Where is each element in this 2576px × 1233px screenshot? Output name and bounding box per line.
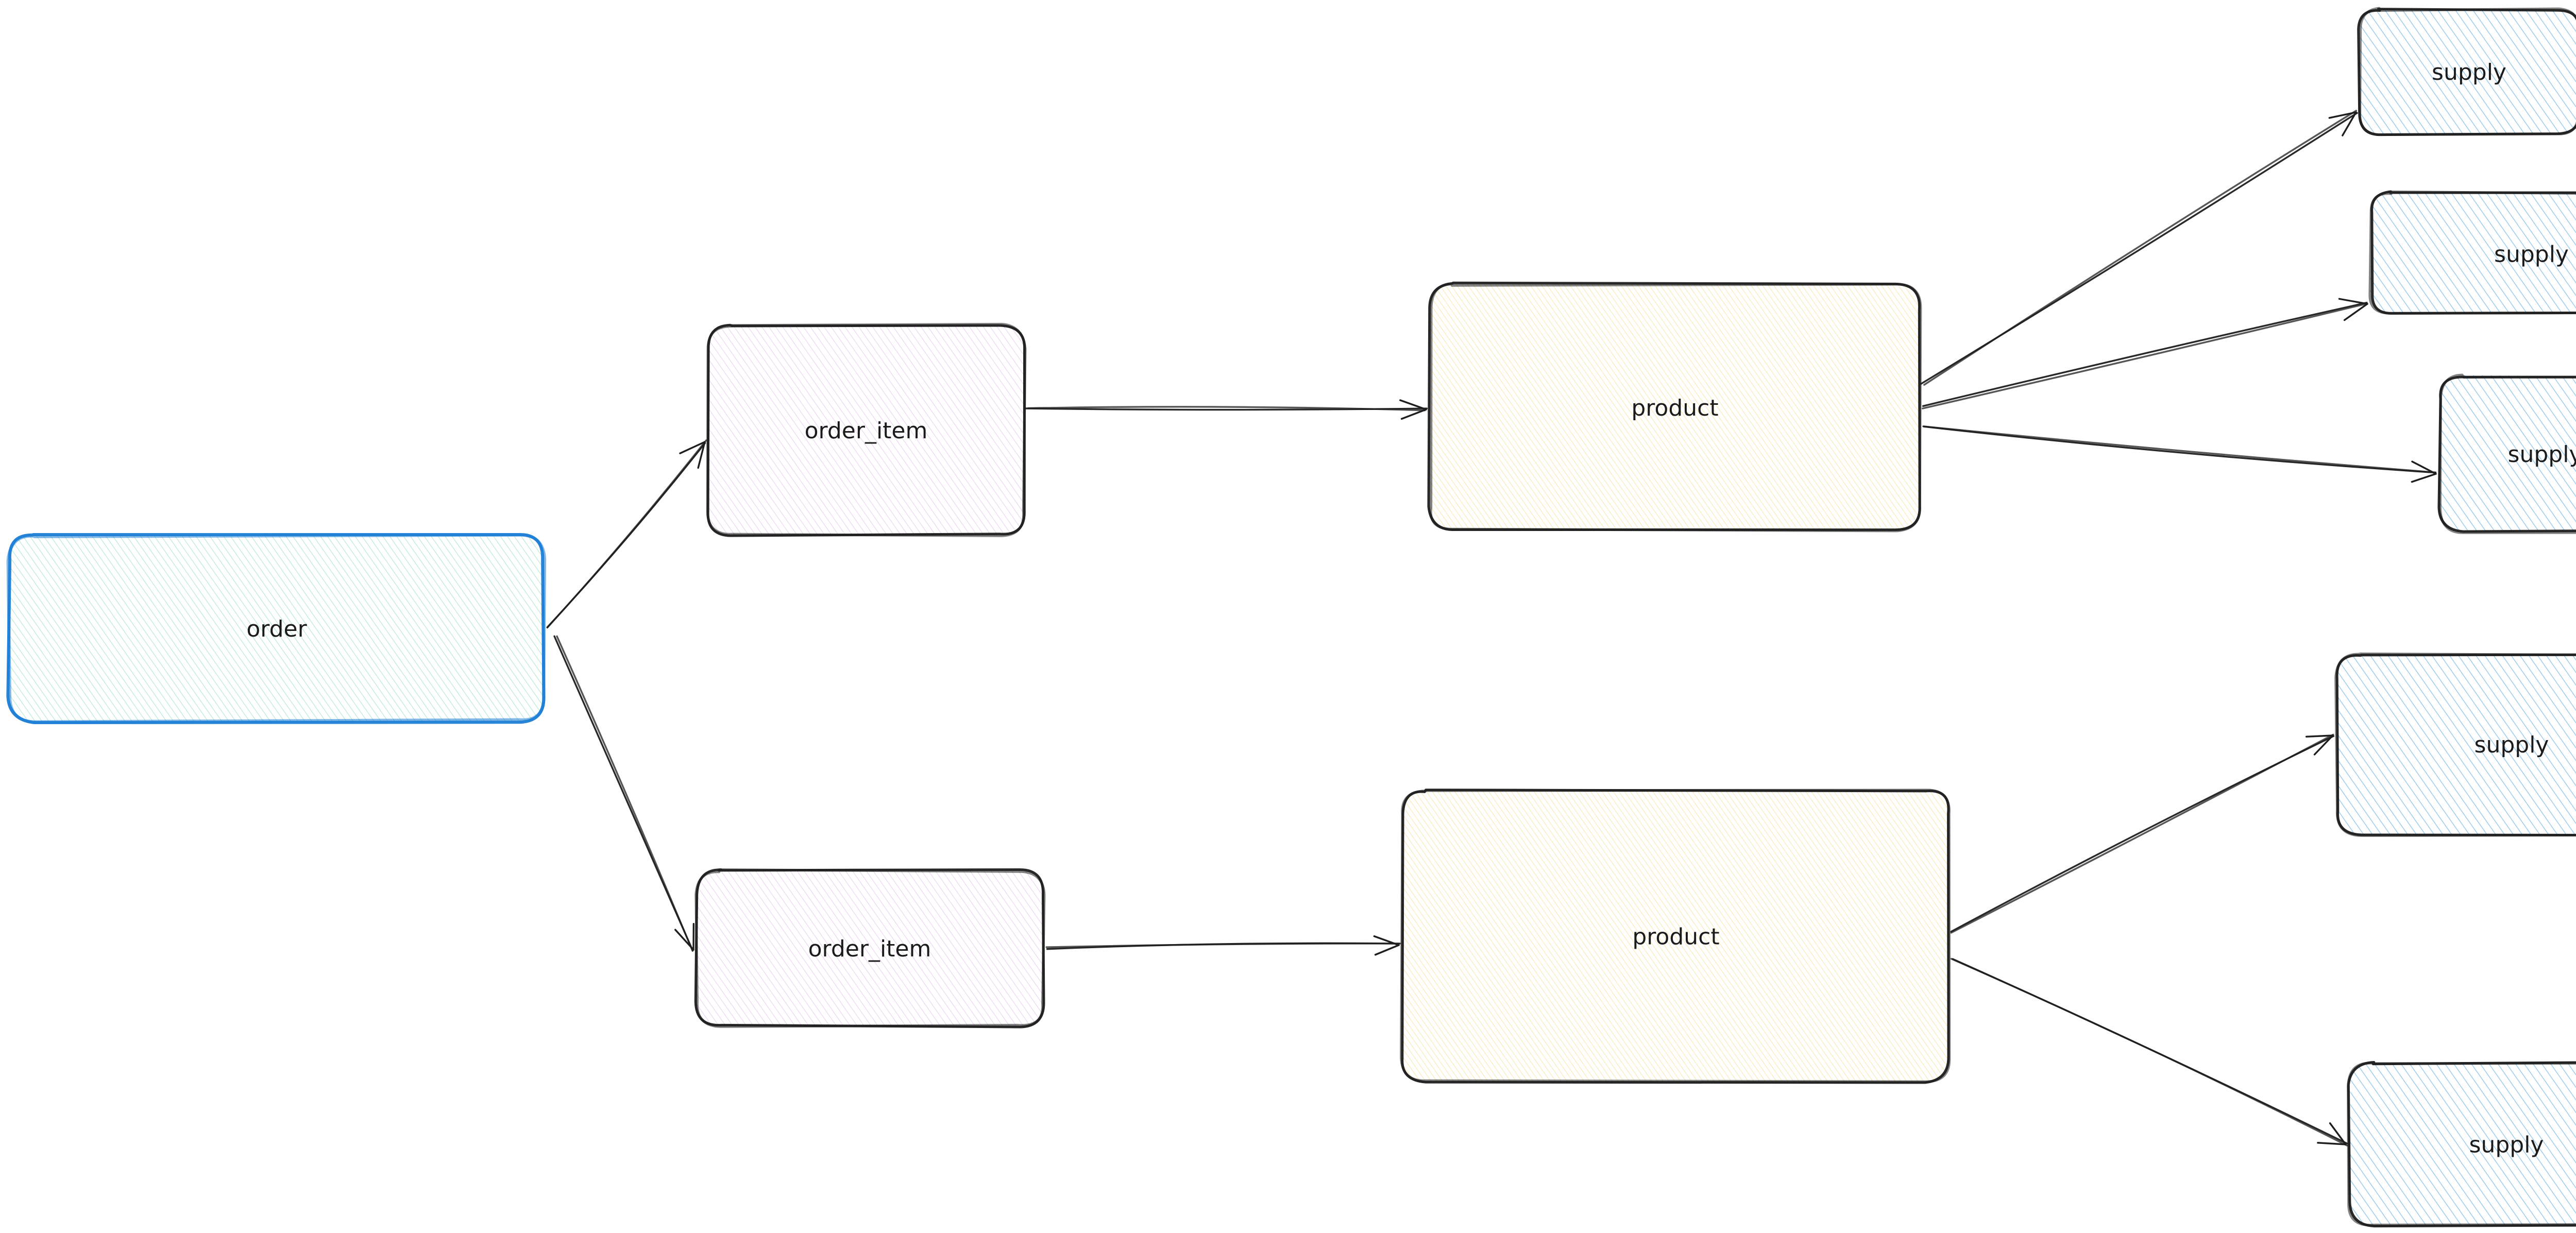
arrow-head-icon bbox=[2328, 111, 2357, 119]
edge-line bbox=[546, 439, 707, 629]
edge-line bbox=[1922, 425, 2437, 474]
node-product_1[interactable]: product bbox=[1427, 281, 1922, 533]
arrow-head-icon bbox=[2305, 734, 2334, 738]
edge-order_item_2-to-product_2 bbox=[1045, 935, 1401, 956]
node-outline bbox=[2347, 1061, 2576, 1227]
edge-line bbox=[1922, 301, 2368, 407]
arrow-head-icon bbox=[2343, 303, 2368, 321]
edge-layer bbox=[546, 110, 2437, 1146]
arrow-head-icon bbox=[679, 441, 706, 454]
edge-line bbox=[1923, 425, 2436, 474]
edge-order_item_1-to-product_1 bbox=[1024, 399, 1428, 420]
node-order_item_2[interactable]: order_item bbox=[694, 868, 1046, 1029]
edge-product_2-to-supply_4 bbox=[1950, 733, 2335, 934]
arrow-head-icon bbox=[1373, 935, 1400, 946]
arrow-head-icon bbox=[2338, 298, 2368, 305]
edge-line bbox=[1027, 406, 1426, 412]
edge-line bbox=[1950, 733, 2334, 934]
edge-line bbox=[1923, 110, 2358, 386]
node-supply_2[interactable]: supply bbox=[2368, 190, 2576, 315]
node-fill bbox=[2350, 1062, 2576, 1226]
node-label: product bbox=[1631, 395, 1718, 421]
node-outline bbox=[706, 322, 1027, 537]
node-supply_3[interactable]: supply bbox=[2437, 373, 2576, 534]
edge-line bbox=[1922, 303, 2367, 409]
node-supply_1[interactable]: supply bbox=[2357, 7, 2576, 136]
node-outline bbox=[2334, 652, 2576, 837]
node-supply_5[interactable]: supply bbox=[2347, 1060, 2576, 1228]
node-outline bbox=[2359, 7, 2576, 136]
arrow-head-icon bbox=[1399, 399, 1427, 410]
arrow-head-icon bbox=[2411, 473, 2437, 483]
edge-line bbox=[1950, 957, 2348, 1146]
node-outline bbox=[1400, 789, 1951, 1083]
edge-line bbox=[1920, 112, 2358, 385]
node-fill bbox=[697, 870, 1043, 1026]
node-outline bbox=[6, 533, 547, 724]
node-outline bbox=[2368, 190, 2576, 315]
edge-product_2-to-supply_5 bbox=[1950, 957, 2348, 1146]
node-label: order_item bbox=[808, 936, 931, 962]
node-label: product bbox=[1632, 924, 1719, 950]
node-product_2[interactable]: product bbox=[1400, 789, 1951, 1084]
edge-line bbox=[556, 635, 693, 952]
edge-order-to-order_item_2 bbox=[553, 635, 695, 952]
arrow-head-icon bbox=[2411, 460, 2437, 475]
edge-product_1-to-supply_2 bbox=[1922, 298, 2368, 409]
node-label: supply bbox=[2469, 1132, 2544, 1158]
arrow-head-icon bbox=[2313, 734, 2334, 756]
edge-line bbox=[1045, 943, 1401, 948]
edge-order-to-order_item_1 bbox=[546, 439, 707, 629]
node-label: supply bbox=[2508, 441, 2576, 468]
node-outline bbox=[1429, 283, 1922, 533]
node-fill bbox=[2359, 8, 2576, 134]
edge-product_1-to-supply_1 bbox=[1920, 110, 2358, 386]
node-outline bbox=[2438, 373, 2576, 534]
node-outline bbox=[694, 868, 1046, 1028]
arrow-head-icon bbox=[2329, 1122, 2347, 1145]
node-supply_4[interactable]: supply bbox=[2334, 652, 2576, 837]
node-label: supply bbox=[2494, 242, 2569, 268]
arrow-head-icon bbox=[2317, 1142, 2347, 1145]
node-label: supply bbox=[2432, 59, 2506, 85]
node-label: supply bbox=[2475, 732, 2549, 758]
arrow-head-icon bbox=[1374, 944, 1400, 956]
node-layer: orderorder_itemorder_itemproductproducts… bbox=[6, 7, 2576, 1228]
node-fill bbox=[9, 535, 544, 722]
arrow-head-icon bbox=[1400, 408, 1427, 420]
node-fill bbox=[2336, 654, 2576, 835]
node-label: order bbox=[246, 616, 307, 642]
arrow-head-icon bbox=[697, 441, 706, 469]
node-fill bbox=[1402, 790, 1951, 1083]
node-fill bbox=[707, 324, 1025, 535]
node-order[interactable]: order bbox=[6, 533, 547, 724]
node-fill bbox=[1429, 283, 1920, 530]
node-fill bbox=[2439, 375, 2576, 531]
node-label: order_item bbox=[805, 418, 928, 444]
arrow-head-icon bbox=[2342, 111, 2357, 136]
arrow-head-icon bbox=[674, 929, 694, 951]
edge-product_1-to-supply_3 bbox=[1922, 425, 2437, 483]
node-order_item_1[interactable]: order_item bbox=[706, 322, 1027, 537]
node-fill bbox=[2370, 193, 2576, 315]
